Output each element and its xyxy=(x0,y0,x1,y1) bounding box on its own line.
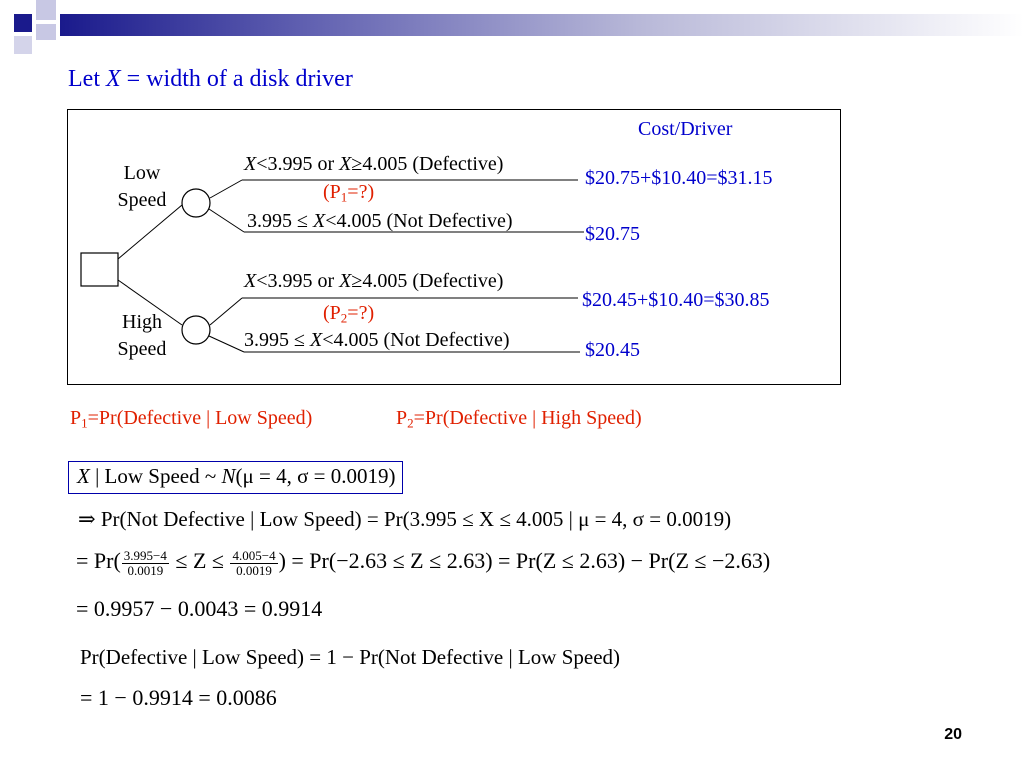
high-defective-label: X<3.995 or X≥4.005 (Defective) xyxy=(244,270,504,292)
high-probability-label: (P2=?) xyxy=(323,302,375,326)
high-cost-defective: $20.45+$10.40=$30.85 xyxy=(582,289,770,311)
low-cost-not-defective: $20.75 xyxy=(585,223,640,245)
cost-header: Cost/Driver xyxy=(638,118,733,140)
low-defective-label: X<3.995 or X≥4.005 (Defective) xyxy=(244,153,504,175)
chance-node-low xyxy=(181,188,211,218)
chance-node-high xyxy=(181,315,211,345)
high-not-defective-label: 3.995 ≤ X<4.005 (Not Defective) xyxy=(244,329,510,351)
p2-definition: P2=Pr(Defective | High Speed) xyxy=(396,407,642,431)
equation-line-2: ⇒ Pr(Not Defective | Low Speed) = Pr(3.9… xyxy=(78,507,732,531)
low-not-defective-branch xyxy=(208,208,245,233)
branch-low xyxy=(117,204,183,260)
page-number: 20 xyxy=(944,726,962,743)
equation-line-4: = 0.9957 − 0.0043 = 0.9914 xyxy=(76,596,323,621)
decor-square xyxy=(14,36,32,54)
decision-tree-frame xyxy=(67,109,841,385)
low-probability-label: (P1=?) xyxy=(323,181,375,205)
decor-square xyxy=(14,14,32,32)
header-gradient-band xyxy=(60,14,1024,36)
slide-title: Let X = width of a disk driver xyxy=(68,66,353,92)
branch-high xyxy=(117,279,183,326)
distribution-statement: X | Low Speed ~ N(μ = 4, σ = 0.0019) xyxy=(68,461,403,494)
high-cost-not-defective: $20.45 xyxy=(585,339,640,361)
decision-node xyxy=(80,252,119,287)
equation-line-6: = 1 − 0.9914 = 0.0086 xyxy=(80,685,277,710)
decor-square xyxy=(36,0,56,20)
high-not-defective-branch xyxy=(208,335,245,353)
p1-definition: P1=Pr(Defective | Low Speed) xyxy=(70,407,313,431)
equation-line-5: Pr(Defective | Low Speed) = 1 − Pr(Not D… xyxy=(80,645,621,669)
low-defective-branch xyxy=(209,179,243,199)
high-defective-branch xyxy=(209,297,243,326)
decor-square xyxy=(36,24,56,40)
low-not-defective-label: 3.995 ≤ X<4.005 (Not Defective) xyxy=(247,210,513,232)
low-cost-defective: $20.75+$10.40=$31.15 xyxy=(585,167,773,189)
